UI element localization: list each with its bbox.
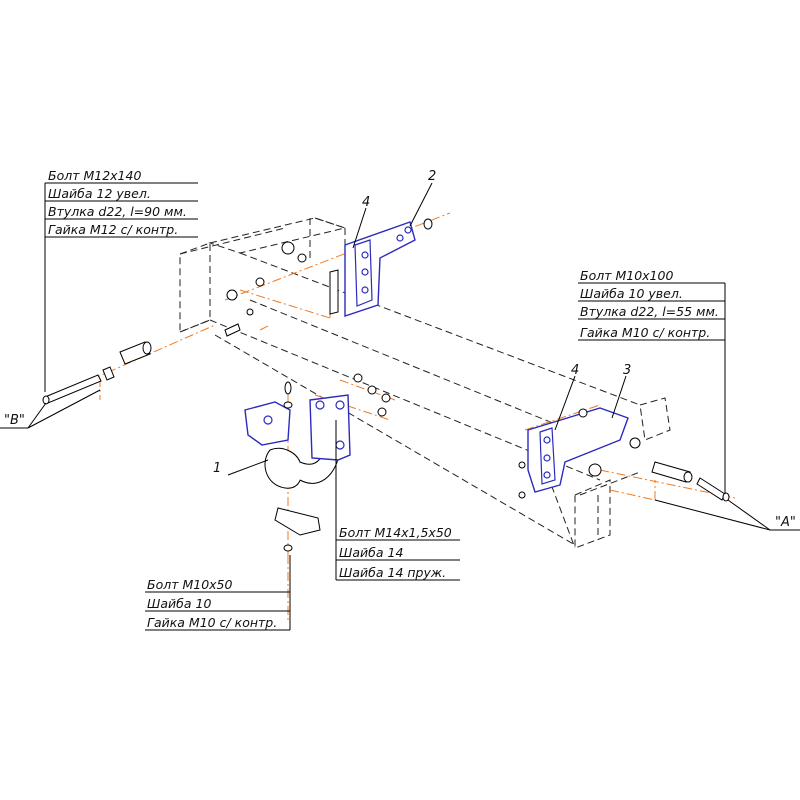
part-number-4-left: 4	[362, 195, 370, 210]
part-number-2: 2	[428, 169, 436, 184]
b-washer-label: Шайба 12 увел.	[48, 186, 151, 201]
tow-ball-hitch	[244, 373, 391, 552]
view-a-marker: "А"	[775, 515, 796, 530]
callout-b-group: Болт М12х140 Шайба 12 увел. Втулка d22, …	[48, 168, 187, 237]
part-number-4-right: 4	[571, 363, 579, 378]
bolt-m10-assembly	[651, 461, 730, 502]
lower-nut-label: Гайка М10 с/ контр.	[147, 615, 277, 630]
callout-lower-group: Болт М10х50 Шайба 10 Гайка М10 с/ контр.	[147, 577, 277, 630]
b-nut-label: Гайка М12 с/ контр.	[48, 222, 178, 237]
a-nut-label: Гайка М10 с/ контр.	[580, 325, 710, 340]
ball-bolt-label: Болт М14х1,5х50	[339, 525, 452, 540]
left-bracket	[329, 218, 433, 317]
ball-washer-label: Шайба 14	[339, 545, 403, 560]
bolt-m12-assembly	[42, 241, 307, 405]
callout-ball-group: Болт М14х1,5х50 Шайба 14 Шайба 14 пруж.	[339, 525, 452, 580]
lower-bolt-label: Болт М10х50	[147, 577, 233, 592]
a-washer-label: Шайба 10 увел.	[580, 286, 683, 301]
part-number-1: 1	[213, 461, 221, 476]
leader-lines	[0, 182, 800, 631]
lower-washer-label: Шайба 10	[147, 596, 211, 611]
b-sleeve-label: Втулка d22, l=90 мм.	[48, 204, 187, 219]
part-number-3: 3	[623, 363, 631, 378]
callout-a-group: Болт М10х100 Шайба 10 увел. Втулка d22, …	[580, 268, 719, 340]
a-sleeve-label: Втулка d22, l=55 мм.	[580, 304, 719, 319]
a-bolt-label: Болт М10х100	[580, 268, 673, 283]
ball-spring-washer-label: Шайба 14 пруж.	[339, 565, 446, 580]
b-bolt-label: Болт М12х140	[48, 168, 141, 183]
right-bracket	[518, 407, 641, 499]
view-b-marker: "В"	[4, 413, 25, 428]
